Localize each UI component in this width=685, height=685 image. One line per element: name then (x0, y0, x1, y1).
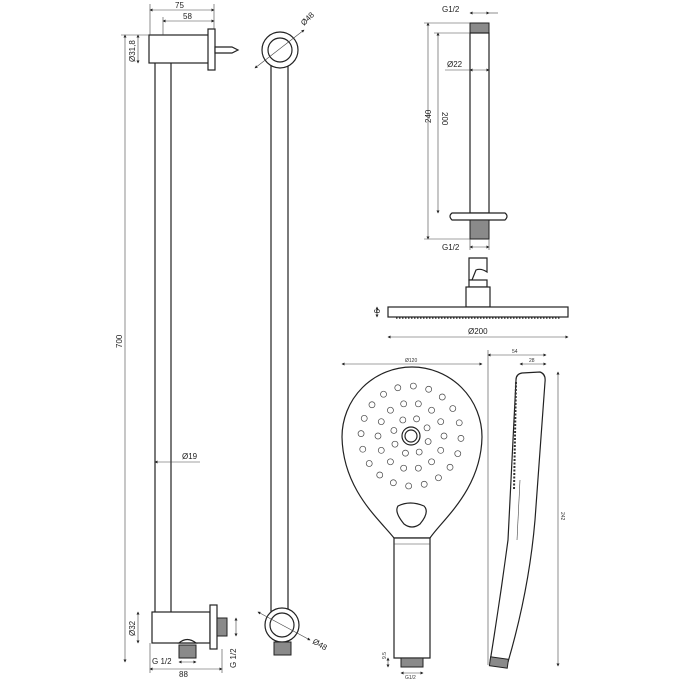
dim-g12-hand: G1/2 (405, 675, 416, 681)
nozzle (423, 424, 431, 432)
nozzle (414, 400, 422, 408)
nozzle-pattern (357, 382, 465, 490)
dim-9: 9 (372, 309, 381, 314)
nozzle (428, 458, 435, 466)
nozzle (435, 474, 442, 482)
bottom-outlet-thread (178, 644, 197, 659)
nozzle (449, 405, 457, 412)
ceiling-arm: G1/2 Ø22 200 240 G1/2 (424, 5, 508, 252)
nozzle (440, 432, 448, 440)
arm-flange (449, 212, 508, 221)
rail-side-view: Ø48 Ø48 (254, 10, 329, 656)
hand-shower-side: 54 28 242 (487, 349, 565, 669)
shower-handle (393, 537, 431, 659)
dim-700: 700 (115, 334, 124, 348)
nozzle (389, 479, 397, 487)
rain-head: 9 Ø200 (372, 257, 569, 339)
dim-19: Ø19 (182, 452, 198, 461)
nozzle (365, 460, 373, 467)
nozzle (425, 385, 433, 393)
nozzle (410, 382, 417, 390)
rail-side-thread (273, 641, 292, 656)
nozzle (437, 418, 445, 426)
dim-54: 54 (512, 349, 518, 355)
nozzle (402, 449, 409, 457)
nozzle (377, 446, 385, 454)
nozzle (457, 435, 465, 442)
rail-front-view: 75 58 Ø31,8 700 Ø19 Ø32 G 1/2 88 G 1/2 (115, 1, 240, 679)
dim-48-top: Ø48 (299, 10, 316, 27)
dim-120: Ø120 (405, 358, 417, 364)
nozzle (357, 430, 365, 437)
side-nozzles (513, 381, 517, 491)
handle-thread (400, 657, 424, 668)
nozzle (455, 419, 463, 427)
dim-g12-side: G 1/2 (229, 648, 238, 668)
dim-58: 58 (183, 12, 192, 21)
grip-hole (396, 502, 427, 528)
nozzle (368, 401, 376, 409)
dim-g12-top: G1/2 (442, 5, 460, 14)
top-bracket (148, 34, 210, 64)
head-plate (387, 306, 569, 318)
nozzle (428, 406, 435, 414)
nozzle (377, 418, 385, 426)
nozzle (414, 464, 422, 472)
nozzle (446, 463, 454, 471)
dim-9-5: 9.5 (382, 652, 388, 659)
nozzle (399, 416, 407, 424)
arm-bottom-thread (469, 219, 490, 240)
side-thread (488, 656, 510, 669)
nozzle (391, 440, 399, 448)
nozzle (387, 406, 394, 414)
dim-75: 75 (175, 1, 184, 10)
nozzle (380, 390, 387, 398)
top-wall-plate (207, 28, 216, 71)
dim-g12-arm-bottom: G1/2 (442, 243, 460, 252)
arm-pipe (469, 32, 490, 214)
dim-200: 200 (440, 112, 449, 126)
nozzle (387, 458, 394, 466)
ball-joint (468, 257, 488, 281)
dim-242: 242 (559, 512, 565, 521)
hand-shower-front: Ø120 9.5 G1/2 (341, 358, 483, 681)
nozzle (454, 450, 462, 458)
dim-88: 88 (179, 670, 188, 679)
dim-g12-bottom: G 1/2 (152, 657, 172, 666)
nozzle (420, 480, 428, 488)
dim-22: Ø22 (447, 60, 463, 69)
dim-200-head: Ø200 (468, 327, 488, 336)
nozzle (360, 414, 368, 422)
nozzle (390, 427, 398, 434)
dim-48-bottom: Ø48 (311, 637, 329, 653)
nozzle (415, 448, 423, 456)
bottom-bracket (151, 611, 211, 644)
shower-head-face (341, 366, 483, 539)
nozzle (394, 384, 402, 392)
nozzle (438, 393, 446, 401)
side-outlet-thread (216, 617, 228, 637)
nozzle (413, 415, 420, 423)
rail-tube-side (270, 61, 289, 615)
dim-32: Ø32 (128, 620, 137, 636)
dim-31-8: Ø31,8 (128, 40, 137, 62)
nozzle (400, 464, 408, 472)
rail-tube (154, 59, 172, 616)
nozzle (405, 482, 412, 490)
side-profile (489, 371, 546, 663)
arm-top-thread (469, 22, 490, 34)
nozzle (359, 445, 367, 453)
nozzle (374, 432, 382, 440)
nozzle (400, 400, 408, 408)
wall-pin (214, 46, 240, 54)
nozzle (424, 438, 432, 445)
dim-240: 240 (424, 109, 433, 123)
dim-28: 28 (529, 358, 535, 364)
bottom-wall-plate (209, 604, 218, 650)
head-neck (465, 286, 491, 308)
nozzle (376, 471, 384, 479)
nozzle (437, 446, 445, 454)
